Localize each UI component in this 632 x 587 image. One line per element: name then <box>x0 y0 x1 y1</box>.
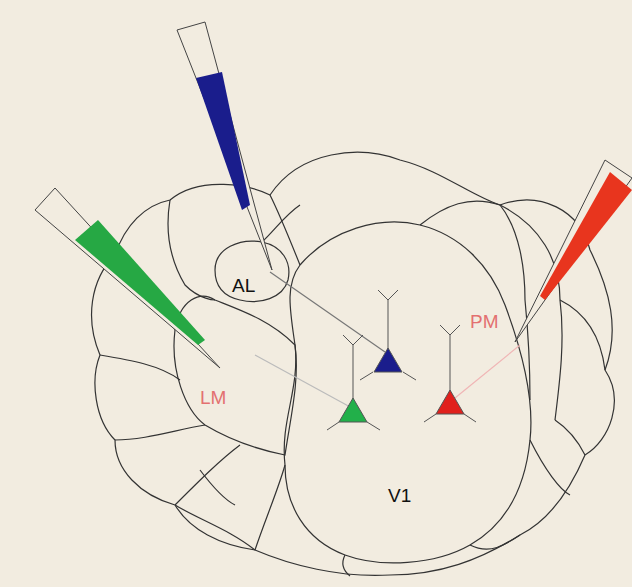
area-outlines <box>92 152 615 576</box>
area-label: PM <box>470 312 499 331</box>
area-label: AL <box>232 276 255 295</box>
area-label: LM <box>200 388 226 407</box>
projection-line <box>270 272 385 352</box>
area-label: V1 <box>388 486 411 505</box>
neurons <box>327 290 476 430</box>
electrodes <box>35 22 632 368</box>
projection-line <box>455 345 520 398</box>
projection-line <box>255 355 352 408</box>
